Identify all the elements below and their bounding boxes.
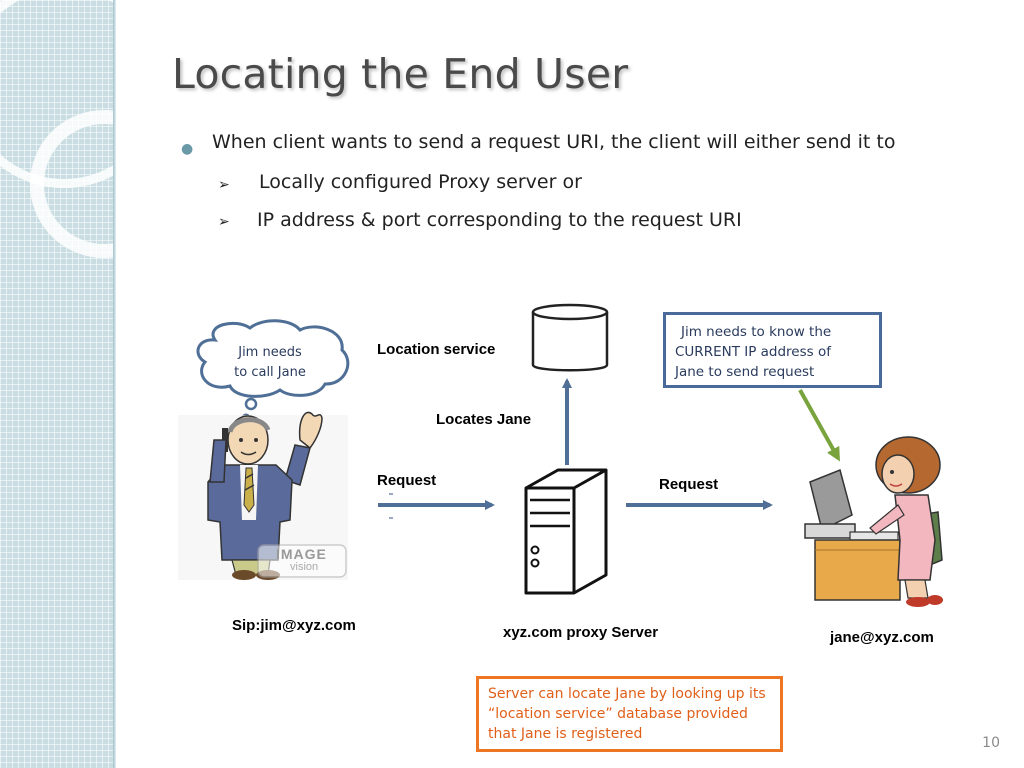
thought-bubble-text: Jim needs to call Jane bbox=[222, 343, 318, 383]
request-right-label: Request bbox=[659, 476, 719, 493]
page-number: 10 bbox=[982, 735, 1000, 751]
main-bullet-text: When client wants to send a request URI,… bbox=[212, 131, 896, 153]
jim-person-icon bbox=[178, 411, 348, 580]
note-line: Jane to send request bbox=[675, 364, 815, 380]
watermark-text-image: IMAGE bbox=[276, 546, 327, 562]
jim-needs-ip-note: Jim needs to know the CURRENT IP address… bbox=[663, 312, 882, 388]
band-edge-divider bbox=[113, 0, 116, 768]
location-service-database-icon bbox=[531, 303, 609, 372]
proxy-server-label: xyz.com proxy Server bbox=[503, 624, 659, 641]
green-pointer-arrow bbox=[798, 389, 840, 462]
slide-title: Locating the End User bbox=[172, 50, 629, 98]
thought-bubble-line: Jim needs bbox=[238, 345, 302, 360]
locates-jane-label: Locates Jane bbox=[436, 411, 532, 428]
image-vision-watermark bbox=[257, 544, 347, 578]
watermark-text-vision: vision bbox=[290, 561, 319, 573]
thought-bubble-line: to call Jane bbox=[234, 365, 306, 380]
left-decorative-band bbox=[0, 0, 113, 768]
location-service-note: Server can locate Jane by looking up its… bbox=[476, 676, 783, 752]
arrow-bullet-icon: ➢ bbox=[218, 214, 230, 230]
bullet-dot-icon: ● bbox=[181, 141, 194, 157]
proxy-server-icon bbox=[524, 468, 608, 595]
thought-bubble bbox=[196, 319, 350, 423]
note-line: CURRENT IP address of bbox=[675, 344, 831, 360]
note-line: Jim needs to know the bbox=[681, 324, 832, 340]
jim-address-label: Sip:jim@xyz.com bbox=[232, 617, 356, 634]
request-left-label: Request bbox=[377, 472, 437, 489]
jane-address-label: jane@xyz.com bbox=[830, 629, 934, 646]
location-service-label: Location service bbox=[377, 341, 496, 358]
arrow-bullet-icon: ➢ bbox=[218, 177, 230, 193]
note-line: “location service” database provided bbox=[488, 706, 748, 722]
jane-person-icon bbox=[804, 436, 943, 607]
sub-bullet-ip: IP address & port corresponding to the r… bbox=[257, 209, 742, 231]
note-line: Server can locate Jane by looking up its bbox=[488, 686, 766, 702]
sub-bullet-proxy: Locally configured Proxy server or bbox=[259, 171, 582, 193]
note-line: that Jane is registered bbox=[488, 726, 643, 742]
